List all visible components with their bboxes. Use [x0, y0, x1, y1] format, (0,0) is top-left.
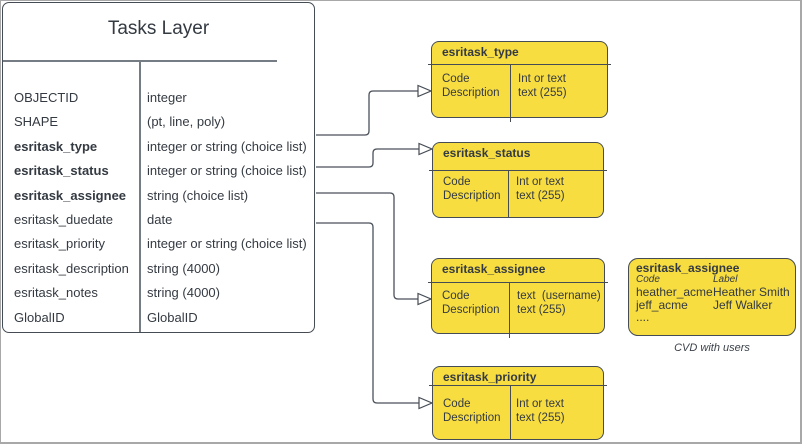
- field-row: esritask_description string (4000): [14, 257, 310, 281]
- field-name: OBJECTID: [14, 90, 79, 105]
- field-type: integer or string (choice list): [147, 138, 307, 154]
- field-row: SHAPE (pt, line, poly): [14, 110, 310, 134]
- arrowhead-esritask-type: [417, 84, 433, 98]
- field-row: GlobalID GlobalID: [14, 306, 310, 330]
- field-type: integer or string (choice list): [147, 163, 307, 179]
- cvd-title-divider: [429, 385, 607, 387]
- values-column-headers: Code Label: [636, 274, 791, 286]
- field-row: esritask_duedate date: [14, 208, 310, 232]
- connector-esritask-assignee: [316, 192, 418, 300]
- cvd-title: esritask_assignee: [442, 262, 546, 276]
- field-row: esritask_status integer or string (choice…: [14, 159, 310, 183]
- values-title: esritask_assignee: [636, 261, 740, 275]
- field-name: SHAPE: [14, 114, 59, 130]
- column-divider: [139, 60, 141, 332]
- field-type: (pt, line, poly): [147, 114, 226, 130]
- field-row: esritask_type integer or string (choice l…: [14, 135, 310, 159]
- cvd-title: esritask_priority: [443, 370, 537, 384]
- arrowhead-esritask-status: [418, 142, 434, 156]
- arrowhead-esritask-priority: [418, 396, 434, 410]
- field-name: esritask_notes: [14, 285, 98, 301]
- column-header-code: Code: [636, 274, 660, 285]
- cvd-title-divider: [429, 170, 607, 172]
- cvd-title: esritask_status: [443, 146, 531, 160]
- field-name: esritask_type: [14, 138, 98, 154]
- field-type: GlobalID: [147, 309, 198, 325]
- connector-esritask-status: [316, 148, 419, 168]
- cvd-right-column: text (username)text (255): [517, 290, 601, 316]
- column-header-label: Label: [713, 274, 738, 285]
- field-type: string (4000): [147, 260, 220, 276]
- cvd-column-divider: [510, 385, 512, 439]
- field-name: esritask_priority: [14, 236, 106, 252]
- cvd-caption: CVD with users: [674, 342, 750, 354]
- cvd-column-divider: [510, 64, 512, 122]
- field-name: esritask_duedate: [14, 211, 114, 227]
- tasks-layer-title: Tasks Layer: [107, 18, 210, 39]
- field-type: string (choice list): [147, 187, 249, 203]
- field-type: integer or string (choice list): [147, 236, 307, 252]
- connector-esritask-type: [316, 90, 418, 136]
- field-type: date: [147, 211, 173, 227]
- tasks-layer-table: Tasks Layer OBJECTID integer SHAPE (pt, li…: [2, 2, 315, 333]
- field-row: OBJECTID integer: [14, 86, 310, 110]
- field-type: string (4000): [147, 285, 220, 301]
- connector-esritask-priority: [316, 222, 419, 404]
- field-name: GlobalID: [14, 309, 65, 325]
- cvd-title: esritask_type: [442, 45, 519, 59]
- values-row: ....: [636, 310, 650, 324]
- field-name: esritask_assignee: [14, 187, 127, 203]
- assignee-values-box: esritask_assignee Code Label heather_acm…: [628, 258, 796, 336]
- cvd-title-divider: [428, 64, 611, 66]
- field-row: esritask_priority integer or string (choi…: [14, 232, 310, 256]
- field-row: esritask_notes string (4000): [14, 281, 310, 305]
- field-list: OBJECTID integer SHAPE (pt, line, poly) es…: [14, 86, 310, 330]
- cvd-column-divider: [509, 282, 511, 338]
- field-name: esritask_description: [14, 260, 129, 276]
- arrowhead-esritask-assignee: [417, 292, 433, 306]
- field-type: integer: [147, 90, 187, 105]
- field-name: esritask_status: [14, 163, 109, 179]
- cvd-column-divider: [508, 170, 510, 217]
- cvd-title-divider: [428, 282, 608, 284]
- field-row: esritask_assignee string (choice list): [14, 184, 310, 208]
